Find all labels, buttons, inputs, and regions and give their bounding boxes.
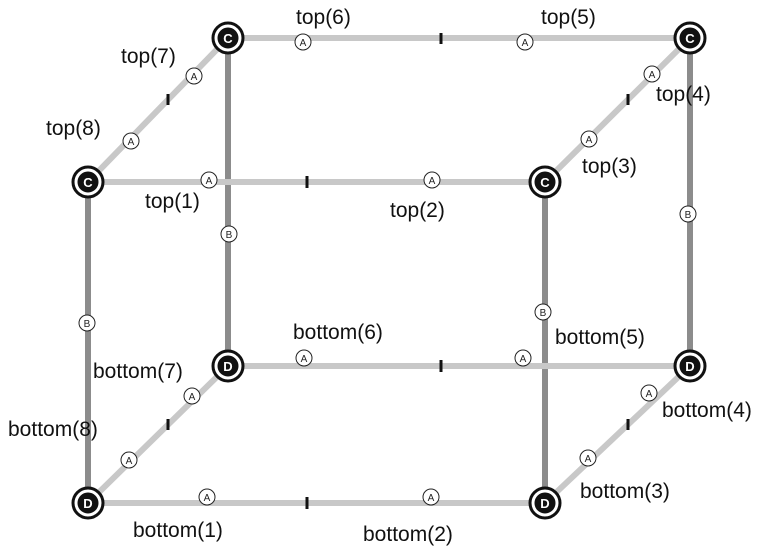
marker-a: A [120,451,138,469]
marker-a: A [422,488,440,506]
label-top-3: top(3) [582,155,637,178]
svg-text:A: A [301,354,308,365]
svg-text:C: C [83,175,93,190]
node-top-front-right: C [528,165,562,199]
label-top-5: top(5) [541,6,596,29]
edge-markers: A A A A A A A A A A A A A A A A B B B B [78,33,697,506]
svg-text:A: A [429,176,436,187]
edge-top-right-depth [542,35,693,185]
svg-text:A: A [300,38,307,49]
svg-text:A: A [189,392,196,403]
label-top-7: top(7) [121,45,176,68]
marker-a: A [198,488,216,506]
marker-a: A [185,67,203,85]
label-bottom-2: bottom(2) [363,523,453,546]
node-top-front-left: C [71,165,105,199]
edge-bottom-left-depth [85,363,231,506]
svg-text:A: A [646,389,653,400]
node-bottom-back-right: D [673,349,707,383]
marker-a: A [200,171,218,189]
svg-text:A: A [206,176,213,187]
marker-a: A [423,171,441,189]
marker-a: A [295,349,313,367]
edge-bottom-right-depth [542,363,693,506]
svg-text:B: B [84,319,91,330]
label-top-1: top(1) [145,190,200,213]
label-top-6: top(6) [296,6,351,29]
svg-text:B: B [226,230,233,241]
label-bottom-8: bottom(8) [8,418,98,441]
svg-text:A: A [520,354,527,365]
svg-text:B: B [685,210,692,221]
label-bottom-4: bottom(4) [662,399,752,422]
node-top-back-left: C [211,21,245,55]
label-bottom-1: bottom(1) [133,519,223,542]
svg-text:D: D [540,496,549,511]
svg-text:C: C [540,175,550,190]
edge-top-left-depth [85,35,231,185]
label-top-8: top(8) [46,117,101,140]
label-bottom-6: bottom(6) [293,321,383,344]
svg-text:A: A [204,493,211,504]
marker-b: B [78,314,96,332]
label-top-2: top(2) [390,199,445,222]
svg-text:D: D [685,359,694,374]
svg-text:D: D [83,496,92,511]
label-top-4: top(4) [656,83,711,106]
nodes: C C C C D D D [71,21,707,520]
marker-a: A [294,33,312,51]
node-top-back-right: C [673,21,707,55]
marker-a: A [514,349,532,367]
svg-text:A: A [585,454,592,465]
horizontal-edges [85,35,693,506]
label-bottom-3: bottom(3) [580,480,670,503]
marker-a: A [122,132,140,150]
svg-text:A: A [428,493,435,504]
edge-labels: top(6) top(5) top(7) top(4) top(8) top(3… [8,6,752,546]
svg-text:C: C [223,31,233,46]
label-bottom-7: bottom(7) [93,360,183,383]
svg-text:B: B [540,308,547,319]
svg-text:A: A [522,38,529,49]
midpoint-ticks [166,33,630,509]
marker-a: A [580,130,598,148]
marker-a: A [643,65,661,83]
svg-text:A: A [191,72,198,83]
svg-text:A: A [128,137,135,148]
marker-a: A [640,384,658,402]
node-bottom-front-left: D [71,486,105,520]
marker-a: A [183,387,201,405]
svg-text:D: D [223,359,232,374]
marker-a: A [579,449,597,467]
svg-text:A: A [649,70,656,81]
node-bottom-front-right: D [528,486,562,520]
label-bottom-5: bottom(5) [555,326,645,349]
node-bottom-back-left: D [211,349,245,383]
svg-text:A: A [586,135,593,146]
marker-b: B [534,303,552,321]
svg-text:A: A [126,456,133,467]
vertical-edges [85,38,693,503]
svg-text:C: C [685,31,695,46]
marker-b: B [679,205,697,223]
marker-a: A [516,33,534,51]
marker-b: B [220,225,238,243]
